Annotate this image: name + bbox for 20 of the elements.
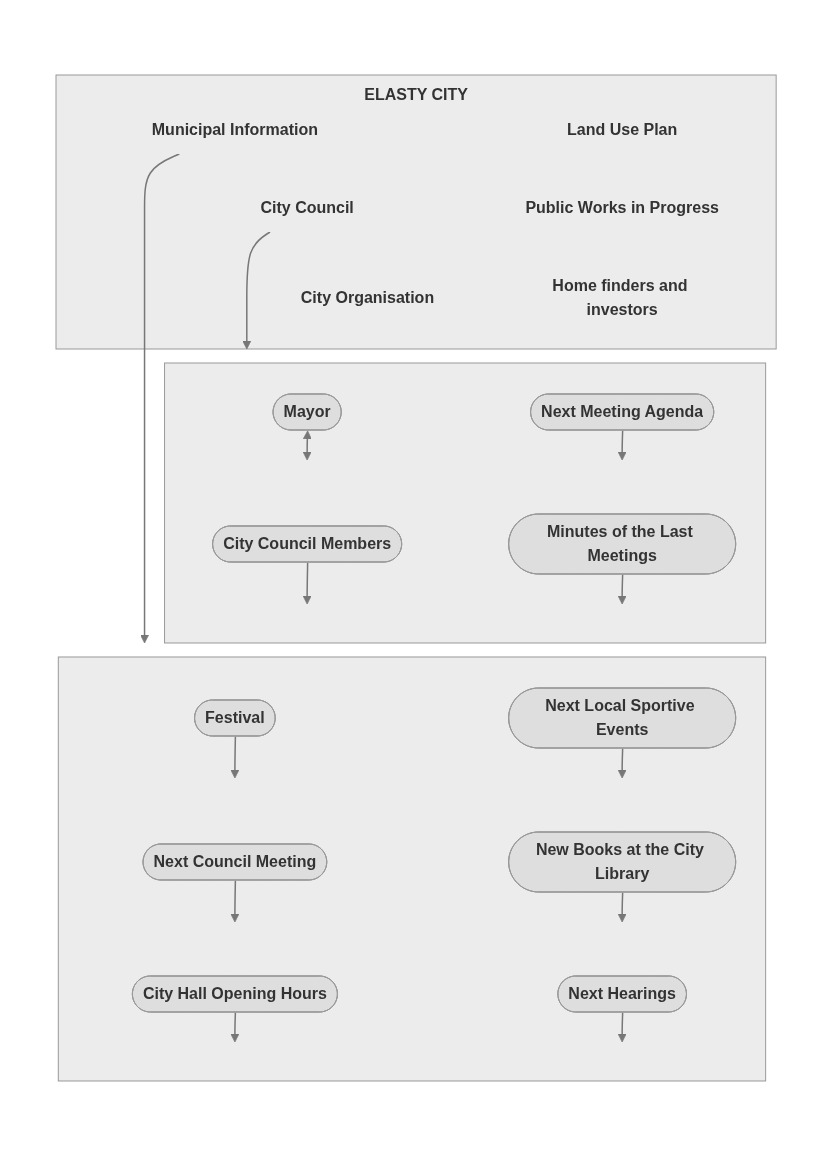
arrow <box>617 573 627 605</box>
arrow <box>230 879 240 923</box>
arrow <box>617 1011 627 1043</box>
cluster <box>164 362 767 644</box>
arrow <box>617 429 627 461</box>
arrow <box>302 561 312 605</box>
arrow <box>617 747 627 779</box>
arrow <box>302 430 312 461</box>
arrow <box>242 231 271 350</box>
node-text: Land Use Plan <box>566 121 678 138</box>
arrow <box>617 891 627 923</box>
node-text: Public Works in Progress <box>525 199 719 216</box>
cluster <box>57 656 767 1082</box>
arrow <box>230 1011 240 1043</box>
node-text: City Council <box>260 199 354 216</box>
node-text: City Organisation <box>300 289 435 306</box>
arrow <box>230 735 240 779</box>
node-text: Municipal Information <box>151 121 318 138</box>
arrow <box>140 153 180 644</box>
node-text: Home finders and investors <box>552 277 688 318</box>
